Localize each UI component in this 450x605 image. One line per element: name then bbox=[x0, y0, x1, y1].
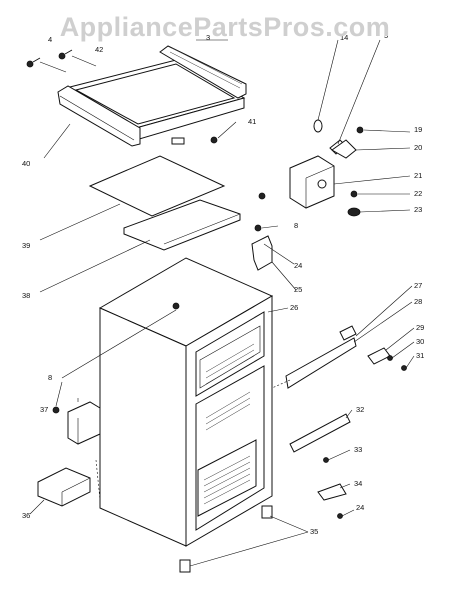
callout-24-upper: 24 bbox=[294, 261, 302, 270]
door-bar-28 bbox=[285, 337, 357, 389]
callout-5: 5 bbox=[384, 31, 388, 40]
refrigerator-cabinet bbox=[98, 257, 274, 547]
screw-22 bbox=[350, 190, 358, 198]
hinge-screw-8 bbox=[254, 224, 262, 232]
screw-8-cabinet bbox=[172, 302, 180, 310]
callout-4: 4 bbox=[48, 35, 52, 44]
top-hinge bbox=[251, 235, 273, 271]
callout-23: 23 bbox=[414, 205, 422, 214]
callout-25: 25 bbox=[294, 285, 302, 294]
callout-24-lower: 24 bbox=[356, 503, 364, 512]
callout-labels: 4 42 3 14 5 40 41 19 20 21 22 23 39 8 24… bbox=[22, 31, 424, 536]
tray-36 bbox=[37, 467, 91, 507]
callout-28: 28 bbox=[414, 297, 422, 306]
callout-22: 22 bbox=[414, 189, 422, 198]
callout-8-left: 8 bbox=[48, 373, 52, 382]
callout-31: 31 bbox=[416, 351, 424, 360]
leader-lines bbox=[29, 39, 415, 567]
callout-14: 14 bbox=[340, 33, 348, 42]
shelf-glass-39 bbox=[88, 155, 226, 217]
callout-38: 38 bbox=[22, 291, 30, 300]
bracket-20 bbox=[331, 139, 357, 159]
screw-41 bbox=[210, 136, 218, 144]
callout-34: 34 bbox=[354, 479, 362, 488]
callout-37: 37 bbox=[40, 405, 48, 414]
callout-20: 20 bbox=[414, 143, 422, 152]
callout-26: 26 bbox=[290, 303, 298, 312]
callout-8-upper: 8 bbox=[294, 221, 298, 230]
callout-21: 21 bbox=[414, 171, 422, 180]
callout-36: 36 bbox=[22, 511, 30, 520]
bracket-37 bbox=[67, 401, 101, 445]
screw-19 bbox=[356, 126, 364, 134]
mid-hinge-29 bbox=[367, 347, 391, 365]
shelf-frame-assembly bbox=[57, 45, 247, 147]
crisper-cover-38 bbox=[123, 199, 241, 251]
callout-35: 35 bbox=[310, 527, 318, 536]
screw-31 bbox=[401, 365, 407, 371]
callout-19: 19 bbox=[414, 125, 422, 134]
door-clip-27 bbox=[339, 325, 357, 341]
callout-29: 29 bbox=[416, 323, 424, 332]
screw-24-lower bbox=[337, 513, 343, 519]
callout-41: 41 bbox=[248, 117, 256, 126]
callout-40: 40 bbox=[22, 159, 30, 168]
lower-hinge-34 bbox=[317, 483, 347, 501]
screw-30 bbox=[387, 355, 393, 361]
callout-33: 33 bbox=[354, 445, 362, 454]
bulb-14 bbox=[313, 119, 323, 133]
callout-3: 3 bbox=[206, 33, 210, 42]
screw-33 bbox=[323, 457, 329, 463]
callout-30: 30 bbox=[416, 337, 424, 346]
screw-8-left bbox=[52, 406, 60, 414]
knob-23 bbox=[347, 207, 361, 217]
plate-32 bbox=[289, 413, 351, 453]
callout-32: 32 bbox=[356, 405, 364, 414]
callout-42: 42 bbox=[95, 45, 103, 54]
callout-39: 39 bbox=[22, 241, 30, 250]
thermostat-21 bbox=[289, 155, 335, 209]
screw-42 bbox=[58, 49, 73, 60]
screw-4 bbox=[26, 57, 41, 68]
screw-8-upper bbox=[258, 192, 266, 200]
callout-27: 27 bbox=[414, 281, 422, 290]
